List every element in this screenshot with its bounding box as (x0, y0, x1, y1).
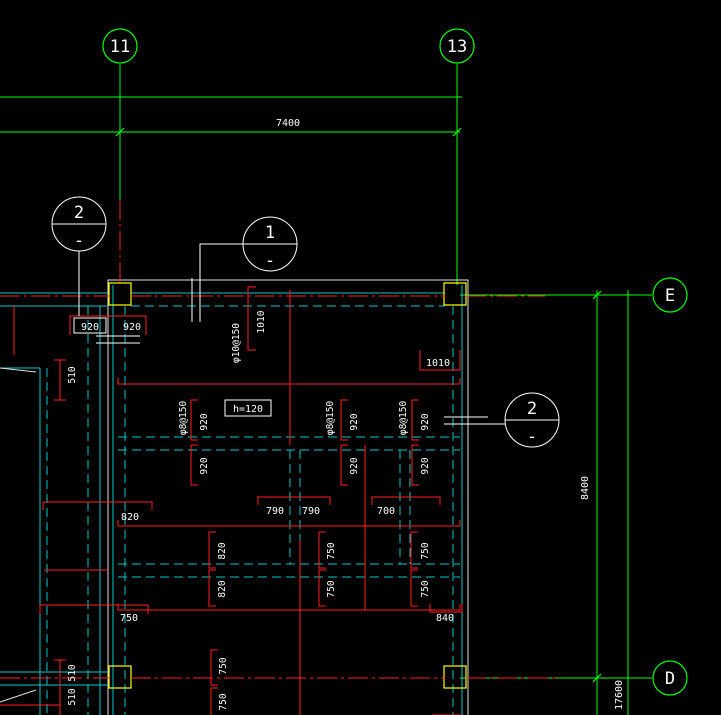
rebar-label-phi8-a: φ8@150 (178, 401, 189, 436)
rebar-label-phi10: φ10@150 (231, 323, 242, 363)
section-mark-a[interactable] (51, 196, 140, 344)
rebar-label-750-v6: 750 (218, 693, 229, 710)
rebar-label-750-v4: 750 (420, 580, 431, 597)
rebar-label-790-b: 790 (302, 506, 320, 517)
axis-label-13: 13 (447, 37, 467, 57)
rebar-label-920-left-b: 920 (123, 322, 141, 333)
section-c-number: 2 (527, 399, 537, 419)
axis-bubble-11[interactable]: 11 (102, 28, 138, 64)
rebar-label-phi8-c: φ8@150 (398, 401, 409, 436)
dim-text-7400: 7400 (276, 118, 300, 129)
rebar-label-phi8-b: φ8@150 (325, 401, 336, 436)
column-11-e (108, 282, 132, 306)
rebar-label-920-v4: 920 (349, 457, 360, 474)
rebar-label-820-h: 820 (121, 512, 139, 523)
rebar-label-510-b: 510 (67, 664, 78, 681)
rebar-label-750-v1: 750 (326, 542, 337, 559)
rebar-label-920-v5: 920 (420, 413, 431, 430)
rebar-labels: 920 920 φ10@150 1010 1010 510 φ8@150 φ8@… (67, 310, 454, 710)
section-a-sub: - (74, 231, 84, 251)
rebar-label-920-v2: 920 (199, 457, 210, 474)
column-13-d (443, 665, 467, 689)
rebar-label-750-v2: 750 (326, 580, 337, 597)
axis-label-d: D (665, 669, 675, 689)
rebar-label-510-c: 510 (67, 688, 78, 705)
section-mark-b[interactable] (191, 216, 298, 322)
section-c-sub: - (527, 427, 537, 447)
rebar-label-920-v3: 920 (349, 413, 360, 430)
section-b-sub: - (265, 251, 275, 271)
rebar-label-820-v1: 820 (217, 542, 228, 559)
rebar-label-840: 840 (436, 613, 454, 624)
dim-text-8400: 8400 (580, 476, 591, 500)
rebar-label-920-v1: 920 (199, 413, 210, 430)
rebar-lines (0, 200, 560, 715)
rebar-label-1010-h: 1010 (426, 358, 450, 369)
rebar-label-750-v3: 750 (420, 542, 431, 559)
section-b-number: 1 (265, 223, 275, 243)
rebar-label-1010-v: 1010 (256, 310, 267, 333)
rebar-label-700: 700 (377, 506, 395, 517)
rebar-label-510-a: 510 (67, 366, 78, 383)
rebar-label-920-left-a: 920 (81, 322, 99, 333)
columns (108, 282, 467, 689)
rebar-label-920-v6: 920 (420, 457, 431, 474)
section-a-number: 2 (74, 203, 84, 223)
section-mark-c[interactable] (444, 392, 560, 448)
rebar-label-750-v5: 750 (218, 657, 229, 674)
column-13-e (443, 282, 467, 306)
beam-outlines (0, 279, 469, 715)
column-11-d (108, 665, 132, 689)
axis-bubble-13[interactable]: 13 (439, 28, 475, 64)
grid-lines (0, 64, 652, 715)
slab-thickness-box (224, 399, 272, 417)
rebar-label-790-a: 790 (266, 506, 284, 517)
axis-bubble-d[interactable]: D (652, 660, 688, 696)
axis-label-11: 11 (110, 37, 130, 57)
axis-bubble-e[interactable]: E (652, 277, 688, 313)
rebar-label-750-h: 750 (120, 613, 138, 624)
axis-label-e: E (665, 286, 675, 306)
dim-text-17600: 17600 (614, 680, 625, 710)
slab-thickness-label: h=120 (233, 404, 263, 415)
rebar-label-820-v2: 820 (217, 580, 228, 597)
